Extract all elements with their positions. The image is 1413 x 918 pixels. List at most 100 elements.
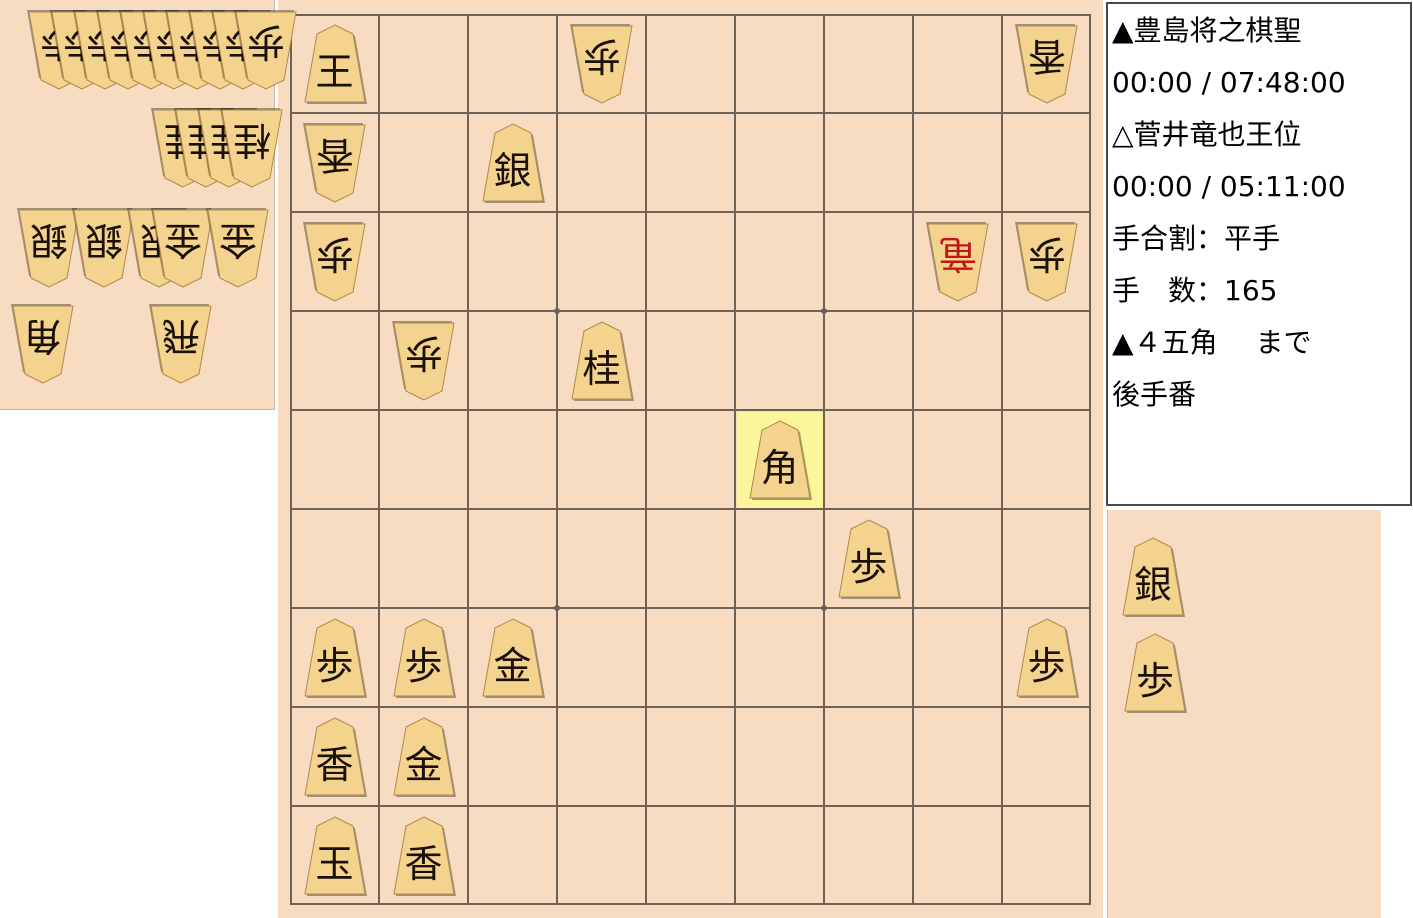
board-piece[interactable]: 竜: [925, 221, 991, 302]
board-piece[interactable]: 歩: [569, 23, 635, 104]
piece-shape: [748, 419, 812, 500]
sente-player-name: ▲豊島将之棋聖: [1112, 14, 1302, 47]
board-piece[interactable]: 角: [747, 419, 813, 500]
board-piece[interactable]: 歩: [302, 221, 368, 302]
piece-label: 王: [315, 49, 354, 94]
board-file-line: [823, 14, 825, 905]
board-piece[interactable]: 香: [302, 716, 368, 797]
board-piece[interactable]: 王: [302, 23, 368, 104]
piece-label: 歩: [404, 330, 443, 375]
piece-label: 歩: [315, 231, 354, 276]
board-piece[interactable]: 香: [302, 122, 368, 203]
board-rank-line: [290, 607, 1091, 609]
piece-label: 歩: [404, 643, 443, 688]
piece-shape: [302, 122, 366, 203]
piece-shape: [1124, 633, 1187, 713]
board-file-line: [645, 14, 647, 905]
piece-label: 香: [315, 742, 354, 787]
piece-shape: [302, 221, 366, 302]
board-piece[interactable]: 銀: [480, 122, 546, 203]
piece-label: 歩: [582, 33, 621, 78]
board-star-point: [821, 605, 827, 611]
piece-shape: [234, 10, 297, 90]
gote-hand-piece[interactable]: 金: [205, 208, 271, 288]
piece-shape: [1122, 537, 1185, 617]
board-file-line: [912, 14, 914, 905]
piece-label: 香: [1027, 33, 1066, 78]
board-piece[interactable]: 桂: [569, 320, 635, 401]
board-rank-line: [290, 805, 1091, 807]
piece-label: 桂: [582, 346, 621, 391]
piece-shape: [206, 208, 269, 288]
board-star-point: [821, 308, 827, 314]
piece-label: 銀: [493, 148, 532, 193]
board-piece[interactable]: 玉: [302, 815, 368, 896]
piece-label: 歩: [1027, 231, 1066, 276]
board-piece[interactable]: 歩: [391, 617, 457, 698]
last-move-label: ▲４五角まで: [1112, 326, 1312, 360]
piece-shape: [149, 304, 212, 384]
move-count-label: 手 数：165: [1112, 274, 1278, 307]
board-piece[interactable]: 香: [391, 815, 457, 896]
piece-label: 飛: [162, 314, 201, 358]
piece-label: 竜: [938, 231, 977, 276]
board-rank-line: [290, 706, 1091, 708]
gote-hand-piece[interactable]: 角: [10, 304, 76, 384]
piece-label: 歩: [315, 643, 354, 688]
board-piece[interactable]: 香: [1014, 23, 1080, 104]
piece-label: 歩: [849, 544, 888, 589]
board-piece[interactable]: 金: [480, 617, 546, 698]
piece-label: 香: [315, 132, 354, 177]
sente-hand-piece[interactable]: 銀: [1120, 537, 1186, 617]
gote-hand-piece[interactable]: 歩: [233, 10, 299, 90]
piece-label: 角: [760, 445, 799, 490]
piece-shape: [303, 617, 367, 698]
board-file-line: [467, 14, 469, 905]
sente-hand-piece[interactable]: 歩: [1122, 633, 1188, 713]
piece-label: 桂: [233, 118, 272, 162]
piece-shape: [1014, 23, 1078, 104]
gote-hand-piece[interactable]: 銀: [71, 208, 137, 288]
last-move-text: ▲４五角: [1112, 326, 1218, 359]
board-piece[interactable]: 歩: [836, 518, 902, 599]
piece-shape: [569, 23, 633, 104]
piece-label: 金: [219, 218, 258, 262]
board-rank-line: [290, 112, 1091, 114]
board-piece[interactable]: 歩: [1014, 617, 1080, 698]
board-piece[interactable]: 歩: [1014, 221, 1080, 302]
piece-shape: [220, 108, 283, 188]
board-piece[interactable]: 歩: [302, 617, 368, 698]
board-rank-line: [290, 310, 1091, 312]
piece-shape: [72, 208, 135, 288]
piece-shape: [392, 815, 456, 896]
board-rank-line: [290, 211, 1091, 213]
handicap-label: 手合割：平手: [1112, 222, 1281, 255]
piece-label: 歩: [1027, 643, 1066, 688]
gote-clock: 00:00 / 05:11:00: [1112, 170, 1346, 203]
piece-label: 金: [404, 742, 443, 787]
piece-shape: [481, 122, 545, 203]
board-piece[interactable]: 歩: [391, 320, 457, 401]
piece-shape: [481, 617, 545, 698]
board-rank-line: [290, 409, 1091, 411]
piece-shape: [1014, 221, 1078, 302]
piece-shape: [303, 716, 367, 797]
board-rank-line: [290, 508, 1091, 510]
board-file-line: [378, 14, 380, 905]
board-star-point: [554, 308, 560, 314]
piece-shape: [570, 320, 634, 401]
piece-shape: [1015, 617, 1079, 698]
board-grid: [290, 14, 1091, 905]
piece-label: 銀: [1133, 563, 1172, 607]
gote-hand-piece[interactable]: 銀: [16, 208, 82, 288]
board-star-point: [554, 605, 560, 611]
gote-hand-piece[interactable]: 飛: [148, 304, 214, 384]
piece-label: 歩: [247, 20, 286, 64]
gote-hand-piece[interactable]: 桂: [219, 108, 285, 188]
board-file-line: [1001, 14, 1003, 905]
board-piece[interactable]: 金: [391, 716, 457, 797]
piece-shape: [11, 304, 74, 384]
game-info-panel: ▲豊島将之棋聖 00:00 / 07:48:00 △菅井竜也王位 00:00 /…: [1106, 2, 1412, 506]
gote-hand-piece[interactable]: 金: [150, 208, 216, 288]
board-file-line: [556, 14, 558, 905]
